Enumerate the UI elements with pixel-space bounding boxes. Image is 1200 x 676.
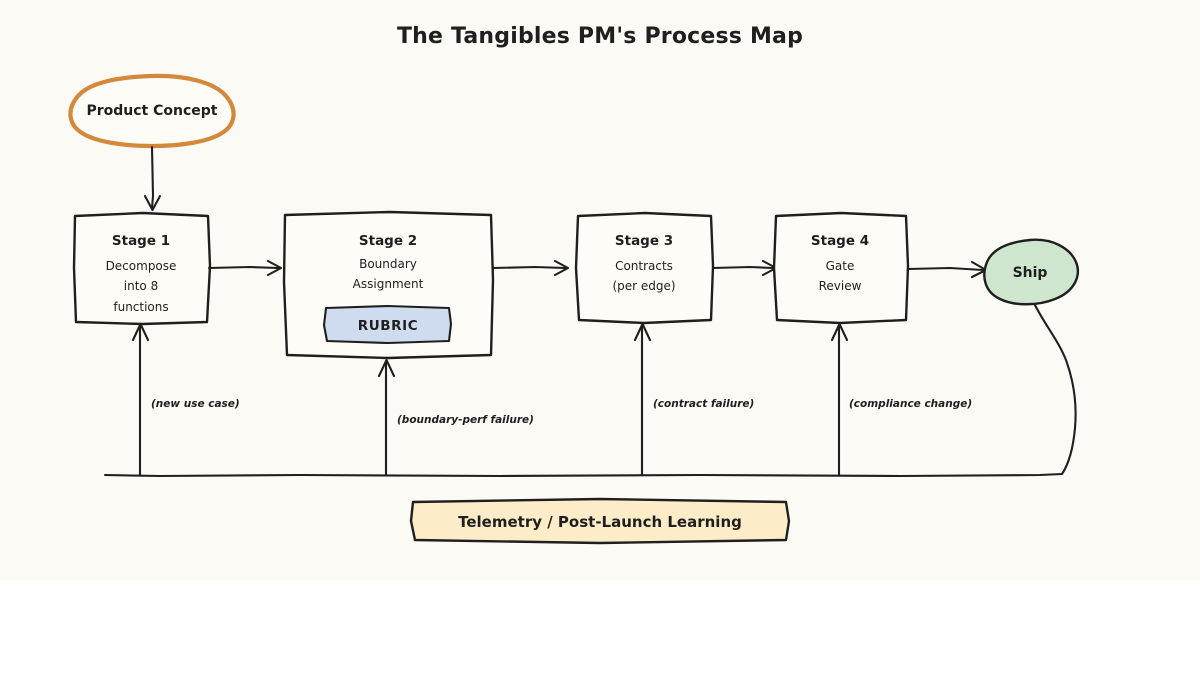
node-stage-4[interactable]: Stage 4 Gate Review <box>772 211 910 325</box>
feedback-label-new-use-case: (new use case) <box>151 398 240 410</box>
arrow-stage2-to-stage3 <box>491 259 570 277</box>
arrow-stage1-to-stage2 <box>207 259 283 277</box>
rubric-badge[interactable]: RUBRIC <box>322 304 453 345</box>
stage-4-line-2: Review <box>819 279 862 293</box>
feedback-riser-stage2 <box>377 358 396 477</box>
feedback-riser-stage4 <box>830 322 849 477</box>
node-ship[interactable]: Ship <box>983 238 1079 306</box>
stage-2-line-2: Assignment <box>353 277 424 291</box>
feedback-loop-line <box>103 303 1077 478</box>
node-stage-1[interactable]: Stage 1 Decompose into 8 functions <box>72 211 212 326</box>
stage-2-title: Stage 2 <box>359 233 417 249</box>
rubric-badge-label: RUBRIC <box>358 318 419 334</box>
stage-2-line-1: Boundary <box>359 257 417 271</box>
stage-3-line-1: Contracts <box>615 259 673 273</box>
feedback-riser-stage3 <box>633 322 652 477</box>
ship-blob <box>983 238 1079 306</box>
stage-3-box <box>574 211 715 325</box>
stage-1-box <box>72 211 212 326</box>
arrow-concept-to-stage1 <box>143 145 162 212</box>
stage-4-title: Stage 4 <box>811 233 869 249</box>
telemetry-bar-box <box>409 497 791 545</box>
node-stage-3[interactable]: Stage 3 Contracts (per edge) <box>574 211 715 325</box>
arrow-stage3-to-stage4 <box>711 259 778 277</box>
telemetry-bar[interactable]: Telemetry / Post-Launch Learning <box>409 497 791 545</box>
telemetry-bar-label: Telemetry / Post-Launch Learning <box>458 513 742 531</box>
product-concept-label: Product Concept <box>86 103 217 119</box>
stage-4-box <box>772 211 910 325</box>
feedback-label-contract-failure: (contract failure) <box>653 398 754 410</box>
stage-4-line-1: Gate <box>826 259 855 273</box>
feedback-label-compliance-change: (compliance change) <box>849 398 972 410</box>
node-stage-2[interactable]: Stage 2 Boundary Assignment RUBRIC <box>282 210 495 360</box>
rubric-badge-box <box>322 304 453 345</box>
stage-1-line-2: into 8 <box>124 279 158 293</box>
stage-1-line-3: functions <box>113 300 168 314</box>
node-product-concept[interactable]: Product Concept <box>68 73 236 149</box>
feedback-label-boundary-perf-failure: (boundary-perf failure) <box>397 414 534 426</box>
feedback-riser-stage1 <box>131 322 150 477</box>
stage-1-line-1: Decompose <box>106 259 177 273</box>
feedback-loop-path <box>103 303 1077 478</box>
stage-3-title: Stage 3 <box>615 233 673 249</box>
ship-label: Ship <box>1013 265 1048 281</box>
stage-1-title: Stage 1 <box>112 233 170 249</box>
stage-3-line-2: (per edge) <box>612 279 675 293</box>
arrow-stage4-to-ship <box>906 260 988 279</box>
page-title: The Tangibles PM's Process Map <box>397 24 803 49</box>
